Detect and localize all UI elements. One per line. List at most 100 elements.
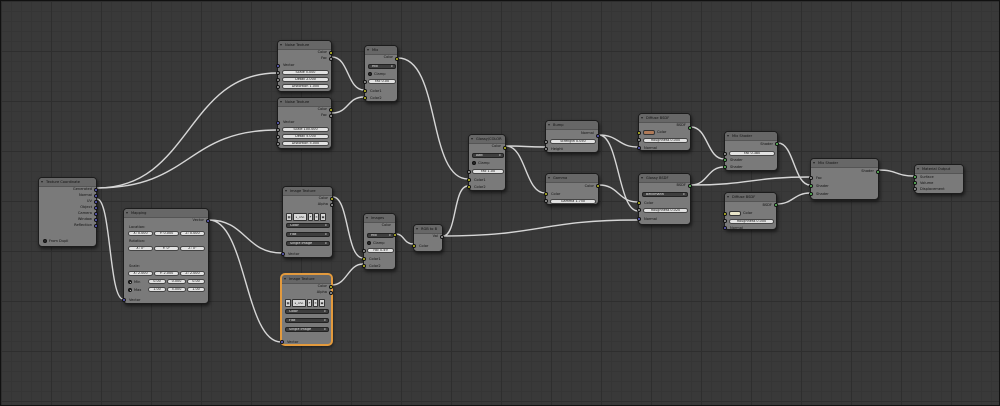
socket-uv[interactable] <box>94 199 98 204</box>
images-mix-node[interactable]: Images Color Mix Clamp Fac 0.49 Color1 C… <box>362 213 397 270</box>
socket-scale-in[interactable] <box>276 127 280 132</box>
socket-normal-in[interactable] <box>637 217 641 221</box>
node-header[interactable]: Diffuse BSDF <box>639 114 690 123</box>
location-y-field[interactable]: Y: 0.000 <box>154 231 179 236</box>
node-header[interactable]: Gamma <box>546 174 598 183</box>
socket-bsdf-out[interactable] <box>774 203 778 207</box>
socket-color-in[interactable] <box>637 201 641 205</box>
socket-distortion-in[interactable] <box>276 84 280 89</box>
socket-color-out[interactable] <box>395 57 399 61</box>
socket-color-in[interactable] <box>544 192 548 196</box>
socket-surface-in[interactable] <box>913 175 917 179</box>
rotation-y-field[interactable]: Y: 0° <box>154 246 179 251</box>
socket-shader2-in[interactable] <box>809 192 813 196</box>
glossy-color-mix-node[interactable]: Glossy/COLOR Color Add Clamp Fac 1.00 Co… <box>467 134 507 191</box>
socket-val-out[interactable] <box>440 235 444 239</box>
min-z-field[interactable]: 0.00 <box>187 279 205 284</box>
socket-color-in[interactable] <box>412 244 416 248</box>
image-name-field[interactable]: s_oho <box>292 299 306 307</box>
node-header[interactable]: Mapping <box>124 209 208 218</box>
image-texture-node-2[interactable]: Image Texture Color Alpha ▦ s_oho F ✕ ▣ … <box>280 274 333 345</box>
mix-node-1[interactable]: Mix Color Mix Clamp Fac 0.00 Color1 Colo… <box>363 45 399 102</box>
color-space-dropdown[interactable]: Color <box>285 309 329 314</box>
socket-bsdf-out[interactable] <box>688 126 692 130</box>
socket-color-out[interactable] <box>329 50 333 55</box>
glossy-bsdf-node[interactable]: Glossy BSDF BSDF Beckmann Color Roughnes… <box>637 173 692 225</box>
node-header[interactable]: Diffuse BSDF <box>725 193 776 202</box>
socket-shader1-in[interactable] <box>809 184 813 188</box>
node-header[interactable]: Noise Texture <box>278 41 331 50</box>
projection-dropdown[interactable]: Flat <box>286 232 330 237</box>
node-header[interactable]: Mix Shader <box>811 159 878 168</box>
roughness-field[interactable]: Roughness 0.020 <box>643 207 688 213</box>
unlink-icon[interactable]: ✕ <box>314 213 319 221</box>
node-header[interactable]: RGB to B <box>414 225 442 234</box>
socket-shader2-in[interactable] <box>723 165 727 169</box>
roughness-field[interactable]: Roughness 0.000 <box>729 218 774 224</box>
socket-shader1-in[interactable] <box>723 158 727 162</box>
node-header[interactable]: Noise Texture <box>278 98 331 107</box>
source-dropdown[interactable]: Single Image <box>285 327 329 332</box>
open-image-icon[interactable]: ▣ <box>319 299 325 307</box>
socket-roughness-in[interactable] <box>637 138 641 142</box>
node-header[interactable]: Mix <box>365 46 397 55</box>
bump-node[interactable]: Bump Normal Strength 0.050 Height <box>544 120 600 153</box>
socket-color1-in[interactable] <box>362 257 366 261</box>
scale-field[interactable]: Scale 5.000 <box>282 70 329 75</box>
location-x-field[interactable]: X: 0.000 <box>128 231 153 236</box>
node-header[interactable]: Glossy BSDF <box>639 174 690 183</box>
color-swatch[interactable] <box>643 129 655 135</box>
max-checkbox[interactable] <box>128 288 132 292</box>
socket-vector-in[interactable] <box>276 120 280 125</box>
node-header[interactable]: Bump <box>546 121 598 130</box>
socket-color2-in[interactable] <box>363 96 367 100</box>
detail-field[interactable]: Detail 5.000 <box>282 134 329 139</box>
socket-shader-out[interactable] <box>876 169 880 174</box>
socket-object[interactable] <box>94 205 98 210</box>
diffuse-bsdf-node-2[interactable]: Diffuse BSDF BSDF Color Roughness 0.000 … <box>723 192 778 230</box>
image-selector[interactable]: ▦ s_oho F ✕ ▣ <box>286 213 326 221</box>
socket-normal-in[interactable] <box>723 226 727 230</box>
min-checkbox[interactable] <box>128 280 132 284</box>
mix-shader-node-1[interactable]: Mix Shader Shader Fac 0.380 Shader Shade… <box>723 131 779 171</box>
image-browse-icon[interactable]: ▦ <box>285 299 291 307</box>
scale-field[interactable]: Scale 100.000 <box>282 127 329 132</box>
socket-distortion-in[interactable] <box>276 141 280 146</box>
rotation-x-field[interactable]: X: 0° <box>128 246 153 251</box>
socket-fac-in[interactable] <box>723 151 727 156</box>
socket-color-in[interactable] <box>637 131 641 135</box>
location-z-field[interactable]: Z: 0.000 <box>180 231 205 236</box>
source-dropdown[interactable]: Single Image <box>286 241 330 246</box>
node-header[interactable]: Image Texture <box>282 275 331 284</box>
clamp-checkbox[interactable] <box>472 161 476 165</box>
projection-dropdown[interactable]: Flat <box>285 318 329 323</box>
image-browse-icon[interactable]: ▦ <box>286 213 292 221</box>
roughness-field[interactable]: Roughness 0.000 <box>643 137 688 143</box>
socket-detail-in[interactable] <box>276 134 280 139</box>
max-z-field[interactable]: 1.00 <box>187 287 205 292</box>
socket-vector-in[interactable] <box>122 298 126 302</box>
socket-fac-in[interactable] <box>363 79 367 84</box>
node-header[interactable]: Glossy/COLOR <box>469 135 505 144</box>
image-name-field[interactable]: s_oho <box>293 213 307 221</box>
diffuse-bsdf-node-1[interactable]: Diffuse BSDF BSDF Color Roughness 0.000 … <box>637 113 692 151</box>
socket-color2-in[interactable] <box>467 185 471 189</box>
node-header[interactable]: Texture Coordinate <box>39 178 96 187</box>
color-swatch[interactable] <box>729 210 741 216</box>
fac-field[interactable]: Fac 0.380 <box>729 151 775 156</box>
open-image-icon[interactable]: ▣ <box>320 213 326 221</box>
noise-texture-node-1[interactable]: Noise Texture Color Fac Vector Scale 5.0… <box>276 40 333 92</box>
gamma-node[interactable]: Gamma Color Color Gamma 1.750 <box>544 173 600 205</box>
texture-coordinate-node[interactable]: Texture Coordinate Generated Normal UV O… <box>38 177 98 247</box>
socket-shader-out[interactable] <box>775 142 779 146</box>
fake-user-button[interactable]: F <box>307 299 312 307</box>
clamp-checkbox[interactable] <box>367 241 371 245</box>
distribution-dropdown[interactable]: Beckmann <box>642 192 688 197</box>
scale-z-field[interactable]: Z: 2.000 <box>180 271 205 276</box>
fake-user-button[interactable]: F <box>308 213 313 221</box>
socket-vector-in[interactable] <box>280 340 284 344</box>
scale-x-field[interactable]: X: 2.000 <box>128 271 153 276</box>
socket-displacement-in[interactable] <box>913 187 917 191</box>
detail-field[interactable]: Detail 2.000 <box>282 77 329 82</box>
